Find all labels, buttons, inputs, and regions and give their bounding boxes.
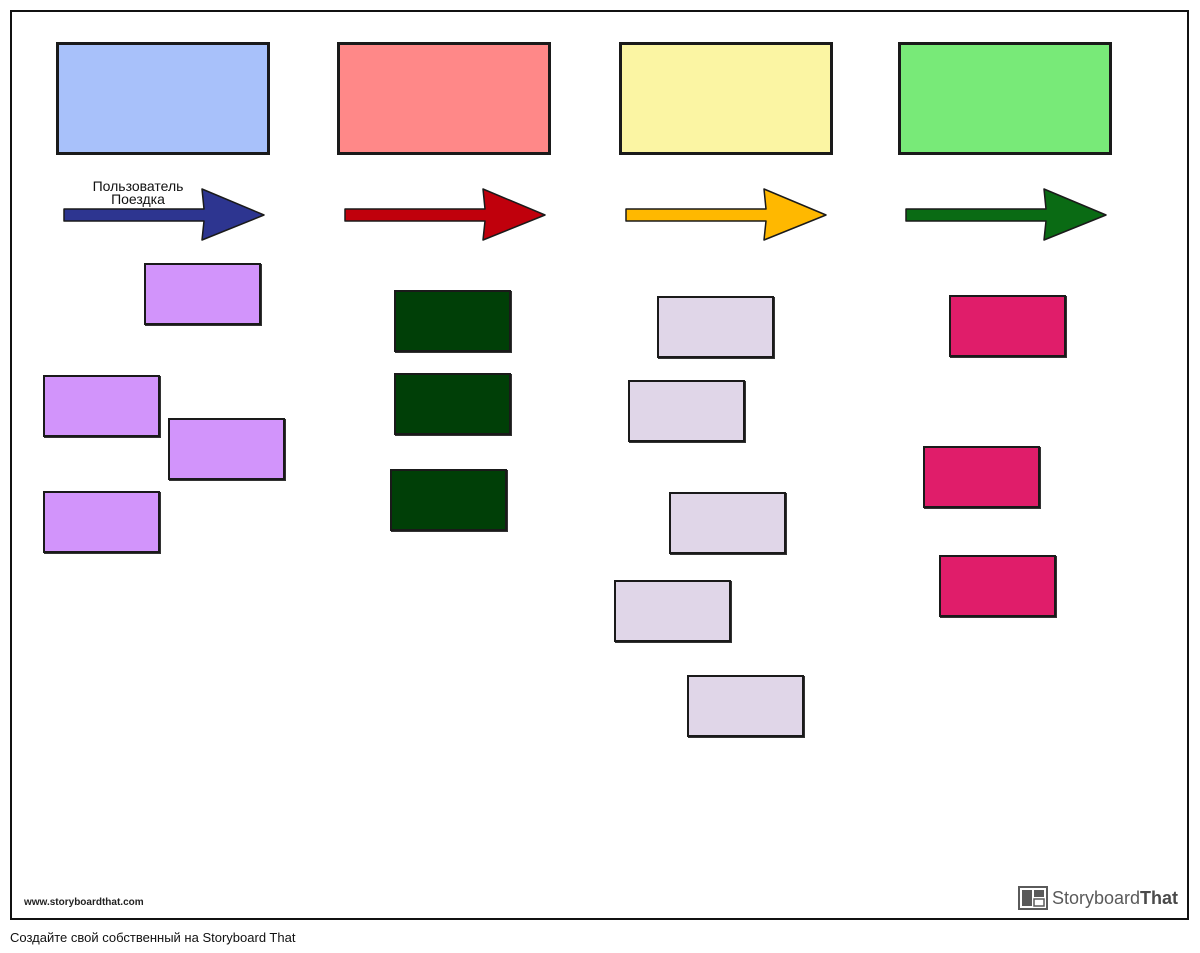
arrow-4[interactable] bbox=[903, 188, 1109, 242]
sticky-card[interactable] bbox=[949, 295, 1066, 357]
footer-create-link[interactable]: Создайте свой собственный на Storyboard … bbox=[10, 930, 296, 945]
storyboard-canvas: Пользователь Поездка www.storyboardthat.… bbox=[10, 10, 1189, 920]
sticky-card[interactable] bbox=[43, 375, 160, 437]
sticky-card[interactable] bbox=[687, 675, 804, 737]
arrow-1[interactable] bbox=[61, 188, 267, 242]
header-box-2[interactable] bbox=[337, 42, 551, 155]
sticky-card[interactable] bbox=[939, 555, 1056, 617]
header-box-3[interactable] bbox=[619, 42, 833, 155]
arrow-caption: Пользователь Поездка bbox=[78, 178, 198, 207]
sticky-card[interactable] bbox=[394, 290, 511, 352]
arrow-caption-line1: Пользователь bbox=[92, 178, 184, 194]
sticky-card[interactable] bbox=[390, 469, 507, 531]
sticky-card[interactable] bbox=[614, 580, 731, 642]
sticky-card[interactable] bbox=[43, 491, 160, 553]
header-box-4[interactable] bbox=[898, 42, 1112, 155]
sticky-card[interactable] bbox=[669, 492, 786, 554]
storyboard-logo-icon bbox=[1017, 886, 1048, 910]
sticky-card[interactable] bbox=[168, 418, 285, 480]
arrow-3[interactable] bbox=[623, 188, 829, 242]
sticky-card[interactable] bbox=[657, 296, 774, 358]
logo-word-that: That bbox=[1140, 887, 1178, 908]
watermark-url[interactable]: www.storyboardthat.com bbox=[24, 897, 144, 908]
sticky-card[interactable] bbox=[144, 263, 261, 325]
sticky-card[interactable] bbox=[394, 373, 511, 435]
storyboardthat-logo[interactable]: StoryboardThat bbox=[1017, 886, 1178, 910]
logo-word-storyboard: Storyboard bbox=[1051, 887, 1140, 908]
sticky-card[interactable] bbox=[923, 446, 1040, 508]
arrow-2[interactable] bbox=[342, 188, 548, 242]
sticky-card[interactable] bbox=[628, 380, 745, 442]
header-box-1[interactable] bbox=[56, 42, 270, 155]
arrow-caption-line2: Поездка bbox=[111, 191, 165, 207]
